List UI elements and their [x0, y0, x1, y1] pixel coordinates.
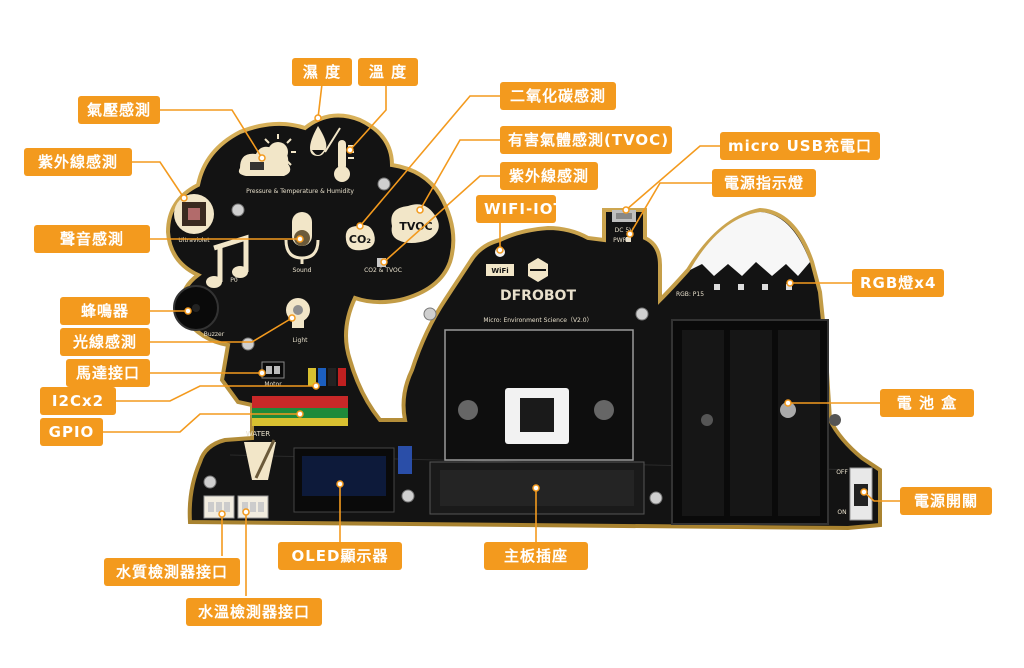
water-temp-connector: [237, 495, 269, 519]
label-co2-tvoc: CO2 & TVOC: [364, 267, 402, 274]
label-dc: DC 5V: [615, 227, 635, 234]
label-water: WATER: [246, 430, 270, 438]
label-buzzer: Buzzer: [204, 331, 225, 338]
rgb-leds: [714, 284, 792, 290]
raindrop-icon: [310, 126, 327, 156]
label-p0: P0: [230, 277, 238, 284]
label-motor: Motor: [264, 381, 282, 388]
callout-buzzer: 蜂鳴器: [60, 297, 150, 325]
callout-water-temp: 水溫檢測器接口: [186, 598, 322, 626]
callout-co2: 二氧化碳感測: [500, 82, 616, 110]
leader-dots: [180, 114, 868, 518]
callout-rgb: RGB燈x4: [852, 269, 944, 297]
callout-usb: micro USB充電口: [720, 132, 880, 160]
uv-sensor: [174, 194, 214, 234]
power-led: [626, 237, 631, 242]
label-uv: Ultraviolet: [178, 237, 210, 244]
callout-i2c: I2Cx2: [40, 387, 116, 415]
label-sound: Sound: [293, 267, 312, 274]
label-off: OFF: [836, 469, 848, 476]
beaker-icon: [244, 439, 276, 480]
callout-gpio: GPIO: [40, 418, 103, 446]
oled-display: [293, 446, 412, 513]
motor-connector: [261, 361, 285, 379]
callout-humidity: 濕 度: [292, 58, 352, 86]
callout-uv-right: 紫外線感測: [500, 162, 598, 190]
callout-water-quality: 水質檢測器接口: [104, 558, 240, 586]
callout-main-socket: 主板插座: [484, 542, 588, 570]
callout-tvoc: 有害氣體感測(TVOC): [500, 126, 672, 154]
label-on: ON: [837, 509, 846, 516]
callout-light: 光線感測: [60, 328, 150, 356]
tvoc-symbol: TVOC: [399, 220, 432, 233]
co2-symbol: CO₂: [349, 233, 371, 246]
co2-bubble: CO₂: [345, 225, 375, 251]
callout-wifi: WIFI-IOT: [476, 195, 564, 223]
label-pwr: PWR: [613, 237, 627, 244]
subtitle-label: Micro: Environment Science（V2.0）: [483, 317, 592, 324]
snowcap: [690, 212, 810, 276]
callout-pressure: 氣壓感測: [78, 96, 160, 124]
bee-icon: [528, 258, 548, 282]
label-light: Light: [293, 337, 309, 344]
label-pth: Pressure & Temperature & Humidity: [246, 188, 354, 195]
water-quality-connector: [203, 495, 235, 519]
callout-battery: 電 池 盒: [880, 389, 974, 417]
cloud-icon: [238, 146, 291, 176]
mount-holes: [203, 177, 663, 505]
microbit-mount: [444, 329, 634, 461]
music-note-icon: [206, 234, 249, 288]
brand-label: DFROBOT: [500, 288, 576, 304]
callout-oled: OLED顯示器: [278, 542, 402, 570]
callout-power-led: 電源指示燈: [712, 169, 816, 197]
callout-sound: 聲音感測: [34, 225, 150, 253]
usb-port: [612, 210, 636, 222]
buzzer: [173, 285, 219, 331]
battery-box: [671, 319, 841, 525]
label-rgb-pin: RGB: P15: [676, 291, 704, 298]
wifi-chip-label: WiFi: [491, 267, 508, 275]
callout-temperature: 溫 度: [358, 58, 418, 86]
leader-lines: [103, 83, 900, 596]
callout-uv-left: 紫外線感測: [24, 148, 132, 176]
tvoc-bubble: TVOC: [391, 204, 439, 243]
callout-motor: 馬達接口: [66, 359, 150, 387]
callout-switch: 電源開關: [900, 487, 992, 515]
i2c-headers: [308, 368, 346, 386]
